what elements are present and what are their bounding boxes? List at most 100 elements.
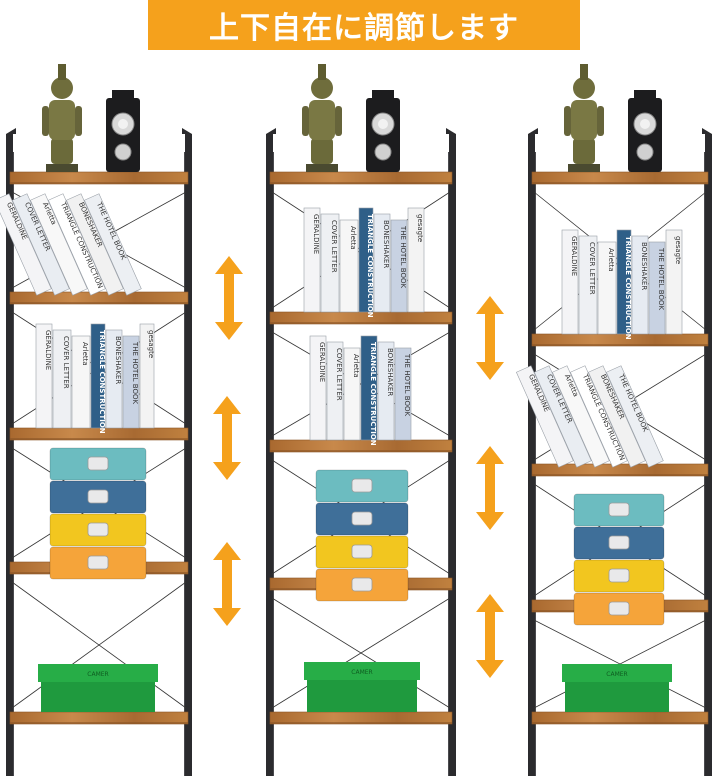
speaker-handle — [112, 90, 134, 98]
green-box-body — [307, 680, 417, 712]
speaker-handle — [634, 90, 656, 98]
front-post-right — [705, 134, 712, 776]
green-box-lid — [304, 662, 420, 680]
speaker-tweeter — [636, 143, 654, 161]
book-spine — [303, 207, 321, 313]
book-title: TRIANGLE CONSTRUCTION — [624, 236, 632, 340]
statue-base — [568, 164, 600, 172]
adjust-arrows — [213, 256, 504, 678]
book-title: COVER LETTER — [588, 242, 596, 295]
green-box-body — [41, 682, 155, 712]
statue-legs — [311, 138, 333, 164]
statue-legs — [573, 138, 595, 164]
book-spine — [29, 193, 88, 296]
book-title: COVER LETTER — [335, 348, 343, 401]
book-spine — [551, 365, 610, 468]
book-spine — [377, 341, 395, 441]
book-spine — [665, 229, 683, 335]
book-spine — [587, 365, 646, 468]
statue-helmet — [51, 77, 73, 99]
drawer-handle — [87, 489, 109, 504]
post-cap — [702, 128, 712, 134]
book-spine — [597, 241, 617, 335]
book-spine — [320, 213, 340, 313]
double-arrow-icon — [215, 256, 243, 340]
shelf-edge — [10, 302, 188, 304]
statue-helmet — [573, 77, 595, 99]
speaker-center — [118, 119, 128, 129]
statue-arm — [564, 106, 571, 136]
front-post-left — [266, 134, 273, 776]
vintage-speaker-icon — [106, 90, 140, 172]
book-spine — [373, 213, 391, 313]
book-spine — [47, 193, 106, 296]
book-title: TRIANGLE CONSTRUCTION — [366, 214, 374, 318]
book-spine — [52, 329, 72, 429]
double-arrow-icon — [476, 446, 504, 530]
vintage-speaker-icon — [366, 90, 400, 172]
post-cap — [266, 128, 276, 134]
arrow-shape — [213, 396, 241, 480]
statue-arm — [75, 106, 82, 136]
front-post-right — [185, 134, 192, 776]
arrow-shape — [215, 256, 243, 340]
arrow-shape — [476, 594, 504, 678]
drawer-handle — [608, 535, 630, 550]
double-arrow-icon — [213, 396, 241, 480]
front-post-left — [6, 134, 13, 776]
shelf-edge — [270, 182, 452, 184]
green-box-lid — [562, 664, 672, 682]
book-spine — [122, 335, 140, 429]
statue-body — [571, 100, 597, 140]
shelf-edge — [532, 722, 708, 724]
statue-body — [309, 100, 335, 140]
speaker-handle — [372, 90, 394, 98]
book-spine — [648, 241, 666, 335]
book-title: gesagte — [674, 236, 682, 264]
green-box-lid — [38, 664, 158, 682]
book-spine — [561, 229, 579, 335]
statue-arm — [42, 106, 49, 136]
book-title: BONESHAKER — [114, 336, 122, 384]
title-banner: 上下自在に調節します — [148, 0, 580, 50]
double-arrow-icon — [213, 542, 241, 626]
book-spine — [90, 323, 106, 429]
book-title: Arletta — [81, 342, 89, 366]
arrow-shape — [476, 296, 504, 380]
statue-legs — [51, 138, 73, 164]
book-title: TRIANGLE CONSTRUCTION — [369, 342, 377, 446]
front-post-left — [528, 134, 535, 776]
post-cap — [528, 128, 538, 134]
book-spine — [515, 365, 574, 468]
drawer-handle — [87, 456, 109, 471]
title-text: 上下自在に調節します — [209, 11, 519, 46]
double-arrow-icon — [476, 594, 504, 678]
book-spine — [105, 329, 123, 429]
book-spine — [139, 323, 155, 429]
book-spine — [35, 323, 53, 429]
drawer-handle — [351, 577, 373, 592]
post-cap — [6, 128, 16, 134]
book-spine — [11, 193, 70, 296]
shelf-edge — [532, 182, 708, 184]
book-title: Arletta — [349, 226, 357, 250]
statue-arm — [335, 106, 342, 136]
statue-arm — [597, 106, 604, 136]
book-spine — [616, 229, 632, 335]
book-title: gesagte — [147, 330, 155, 358]
speaker-center — [640, 119, 650, 129]
book-title: BONESHAKER — [382, 220, 390, 268]
statue-plume — [318, 64, 326, 80]
statue-body — [49, 100, 75, 140]
book-spine — [358, 207, 374, 313]
double-arrow-icon — [476, 296, 504, 380]
book-spine — [578, 235, 598, 335]
statue-helmet — [311, 77, 333, 99]
statue-base — [46, 164, 78, 172]
drawer-handle — [87, 555, 109, 570]
book-title: BONESHAKER — [640, 242, 648, 290]
drawer-handle — [87, 522, 109, 537]
book-spine — [390, 219, 408, 313]
book-title: GERALDINE — [318, 342, 326, 382]
leaning-book: Arletta — [551, 365, 610, 468]
